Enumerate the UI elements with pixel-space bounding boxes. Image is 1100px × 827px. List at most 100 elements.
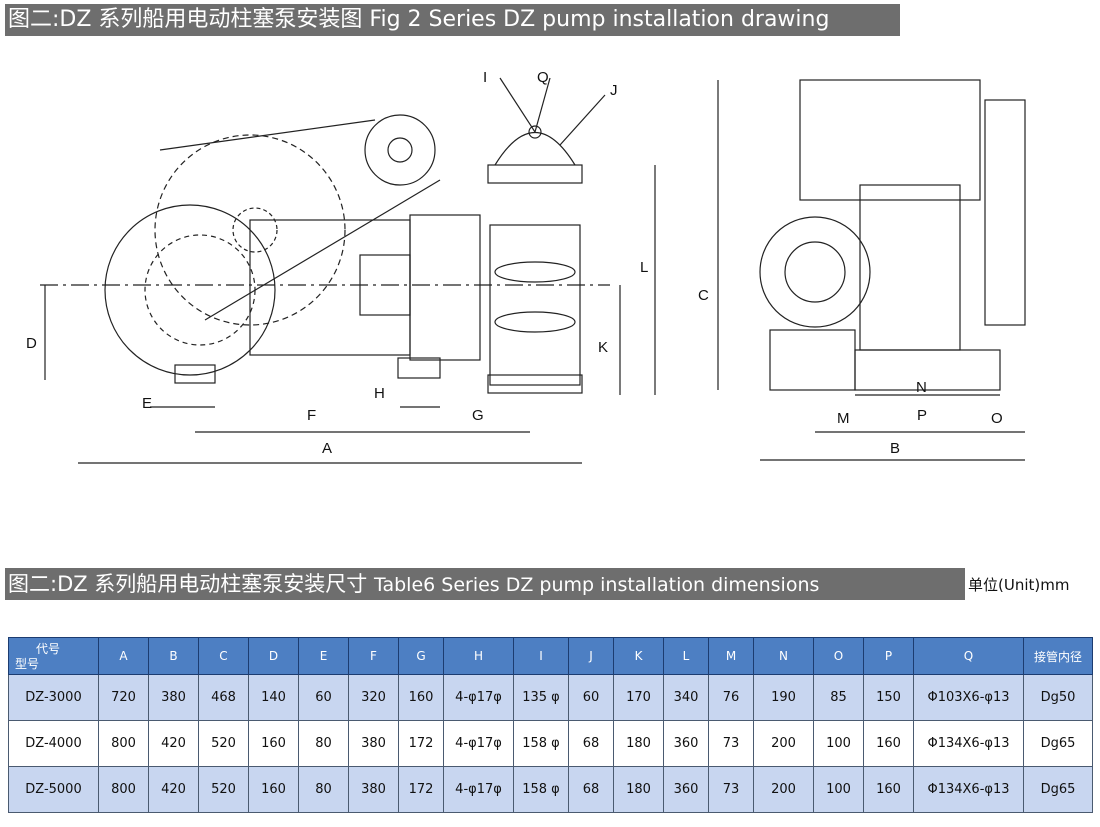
label-L: L — [640, 259, 648, 276]
motor-pulley — [364, 114, 436, 186]
dimensions-table: 代号 型号 A B C D E F G H I J K L M N O P Q … — [8, 637, 1093, 813]
header-col: I — [513, 637, 569, 675]
header-code: 代号 — [35, 642, 60, 656]
table-cell: 160 — [248, 720, 299, 767]
table-cell: 360 — [663, 720, 709, 767]
label-H: H — [374, 385, 385, 402]
header-col: Q — [913, 637, 1024, 675]
header-model: 型号 — [15, 657, 40, 671]
table-cell: 190 — [753, 674, 814, 721]
header-col: J — [568, 637, 614, 675]
table-cell: 140 — [248, 674, 299, 721]
label-N: N — [916, 379, 927, 396]
label-G: G — [472, 407, 484, 424]
table-cell: 100 — [813, 766, 864, 813]
table-cell: 73 — [708, 766, 754, 813]
gearbox-circle — [104, 204, 276, 376]
table-cell: 80 — [298, 720, 349, 767]
unit-label: 单位(Unit)mm — [968, 576, 1070, 594]
table-cell: 170 — [613, 674, 664, 721]
label-Q: Q — [537, 69, 549, 86]
table-row: DZ-5000 800 420 520 160 80 380 172 4-φ17… — [8, 766, 1093, 813]
header-col: E — [298, 637, 349, 675]
label-C: C — [698, 287, 709, 304]
header-col: H — [443, 637, 514, 675]
header-col: K — [613, 637, 664, 675]
label-J: J — [610, 82, 618, 99]
table-cell: 160 — [398, 674, 444, 721]
table-cell: 68 — [568, 766, 614, 813]
header-col: F — [348, 637, 399, 675]
header-col: O — [813, 637, 864, 675]
table-cell: Dg65 — [1023, 720, 1093, 767]
drawing-svg: I Q J L K D E H F G A C N M P O B — [26, 69, 1026, 464]
table-cell: 200 — [753, 720, 814, 767]
table-cell: 720 — [98, 674, 149, 721]
table-cell: 158 φ — [513, 766, 569, 813]
crankcase — [409, 214, 481, 361]
table-cell: 180 — [613, 720, 664, 767]
table-cell: 520 — [198, 766, 249, 813]
label-E: E — [142, 395, 152, 412]
table-cell: 158 φ — [513, 720, 569, 767]
gear-circle — [232, 207, 278, 253]
table-cell: 172 — [398, 720, 444, 767]
table-cell: 150 — [863, 674, 914, 721]
label-P: P — [917, 407, 927, 424]
header-col: A — [98, 637, 149, 675]
table-header-row: 代号 型号 A B C D E F G H I J K L M N O P Q … — [8, 637, 1093, 675]
table-cell: DZ-4000 — [8, 720, 99, 767]
cylinder — [489, 224, 581, 386]
label-I: I — [483, 69, 487, 86]
table-cell: 68 — [568, 720, 614, 767]
table-cell: 420 — [148, 766, 199, 813]
table-cell: DZ-3000 — [8, 674, 99, 721]
label-A: A — [322, 440, 332, 457]
table-cell: 320 — [348, 674, 399, 721]
label-M: M — [837, 410, 850, 427]
label-O: O — [991, 410, 1003, 427]
table-cell: 340 — [663, 674, 709, 721]
table-cell: 85 — [813, 674, 864, 721]
header-col: N — [753, 637, 814, 675]
table-row: DZ-4000 800 420 520 160 80 380 172 4-φ17… — [8, 720, 1093, 767]
table-cell: 4-φ17φ — [443, 674, 514, 721]
table-cell: 4-φ17φ — [443, 720, 514, 767]
table-cell: 160 — [248, 766, 299, 813]
table-cell: 380 — [148, 674, 199, 721]
table-cell: 160 — [863, 720, 914, 767]
pump-head — [759, 216, 871, 328]
table-cell: Φ134X6-φ13 — [913, 720, 1024, 767]
table-cell: 80 — [298, 766, 349, 813]
table-cell: 100 — [813, 720, 864, 767]
table-cell: 135 φ — [513, 674, 569, 721]
header-col: 接管内径 — [1023, 637, 1093, 675]
table-cell: Dg65 — [1023, 766, 1093, 813]
table-cell: 60 — [298, 674, 349, 721]
table-cell: Φ134X6-φ13 — [913, 766, 1024, 813]
header-col: D — [248, 637, 299, 675]
table-cell: 800 — [98, 766, 149, 813]
table-cell: 380 — [348, 720, 399, 767]
table-cell: Dg50 — [1023, 674, 1093, 721]
table-cell: 4-φ17φ — [443, 766, 514, 813]
table-cell: 180 — [613, 766, 664, 813]
table-cell: 800 — [98, 720, 149, 767]
label-F: F — [307, 407, 316, 424]
header-col: C — [198, 637, 249, 675]
header-corner: 代号 型号 — [8, 637, 99, 675]
table-cell: 200 — [753, 766, 814, 813]
table-cell: 160 — [863, 766, 914, 813]
table-cell: 468 — [198, 674, 249, 721]
table-cell: 172 — [398, 766, 444, 813]
header-col: G — [398, 637, 444, 675]
table-cell: 380 — [348, 766, 399, 813]
table-cell: 76 — [708, 674, 754, 721]
table-cell: 360 — [663, 766, 709, 813]
header-col: M — [708, 637, 754, 675]
table-title-en: Table6 Series DZ pump installation dimen… — [374, 574, 820, 596]
header-col: P — [863, 637, 914, 675]
drawing-title: 图二:DZ 系列船用电动柱塞泵安装图 Fig 2 Series DZ pump … — [5, 4, 900, 36]
label-K: K — [598, 339, 608, 356]
table-cell: 520 — [198, 720, 249, 767]
